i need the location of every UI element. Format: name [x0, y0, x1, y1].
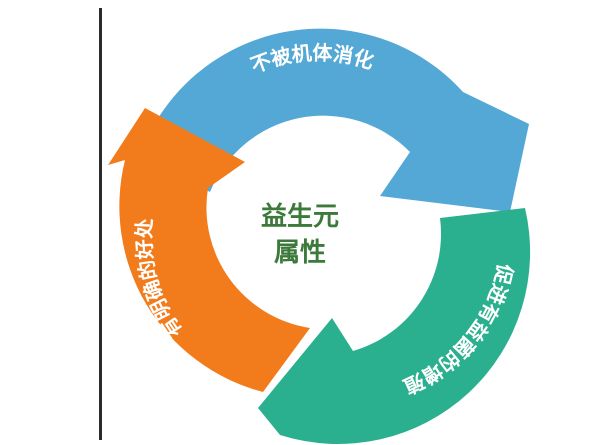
arrow-segment-left [108, 108, 310, 392]
arrow-segment-right [258, 208, 531, 445]
arrow-segment-top [140, 28, 529, 212]
center-title-line2: 属性 [273, 238, 326, 268]
center-title-line1: 益生元 [260, 202, 339, 232]
left-border-line [99, 8, 102, 440]
